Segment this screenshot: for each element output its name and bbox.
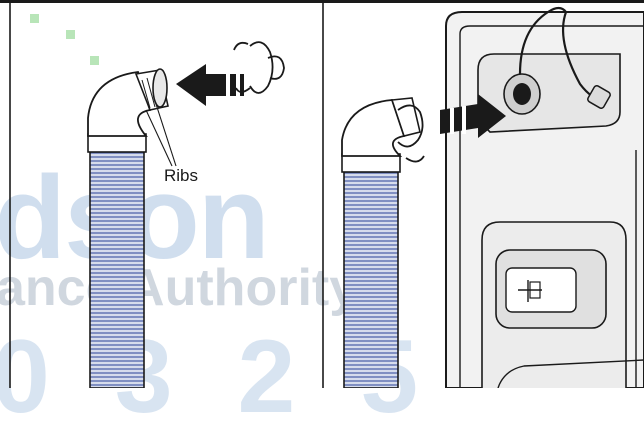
washer-back-panel — [446, 8, 644, 388]
hose-installation-diagram — [0, 0, 644, 388]
left-hose — [88, 69, 168, 388]
decorative-dots — [30, 14, 99, 65]
detergent-drawer-icon — [496, 250, 606, 328]
direction-arrow-icon — [176, 64, 244, 106]
ribs-leader-lines — [146, 104, 176, 166]
ribs-label: Ribs — [164, 166, 198, 186]
right-hose — [342, 98, 424, 388]
drain-outlet-icon — [504, 74, 540, 114]
